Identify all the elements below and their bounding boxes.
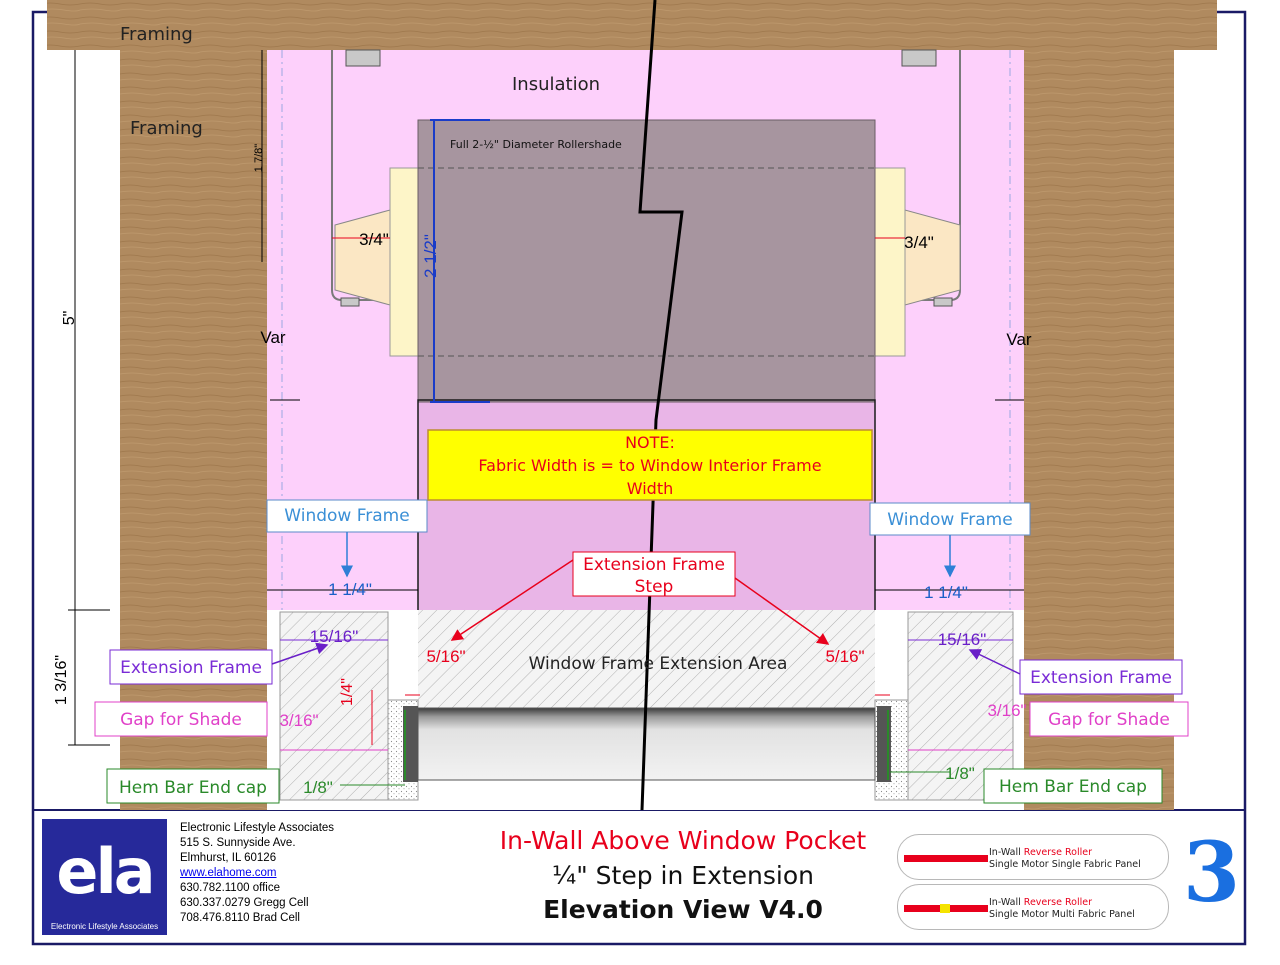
title-block: ela Electronic Lifestyle Associates Elec… [33, 810, 1245, 944]
phone-brad: 708.476.8110 Brad Cell [180, 912, 300, 924]
extension-step-callout [572, 551, 736, 597]
dim-5-16-left-text: 5/16" [426, 647, 465, 666]
dim-3-16-right-text: 3/16" [987, 701, 1026, 720]
note-line2: Fabric Width is = to Window Interior Fra… [478, 456, 821, 475]
pill2-line2: Single Motor Multi Fabric Panel [989, 909, 1135, 920]
mount-plate-right [874, 167, 906, 357]
rollershade [417, 119, 876, 403]
ext-frame-label-right: Extension Frame [1030, 668, 1172, 688]
window-frame-callout-right [869, 502, 1031, 536]
address-line1: 515 S. Sunnyside Ave. [180, 837, 296, 849]
framing-left-label: Framing [130, 118, 203, 139]
extension-frame-callout-right [1019, 659, 1183, 695]
bolt-right [901, 49, 937, 67]
ela-logo: ela Electronic Lifestyle Associates [42, 819, 167, 935]
break-line [638, 0, 684, 811]
dim-1-1-4-left-text: 1 1/4" [328, 580, 372, 599]
bolt-left [345, 49, 381, 67]
ext-step-line1: Extension Frame [583, 555, 725, 575]
pill1-line2: Single Motor Single Fabric Panel [989, 859, 1141, 870]
note-line3: Width [627, 479, 673, 498]
pill2-prefix: In-Wall [989, 897, 1024, 908]
var-left-text: Var [260, 328, 286, 347]
step-arrow-right [734, 577, 830, 645]
logo-text: ela [56, 835, 155, 908]
hem-label-right: Hem Bar End cap [999, 777, 1147, 797]
pill1-prefix: In-Wall [989, 847, 1024, 858]
pill1-red: Reverse Roller [1023, 847, 1093, 858]
left-framing [120, 50, 267, 810]
gap-label-right: Gap for Shade [1048, 710, 1170, 730]
pill2-red: Reverse Roller [1023, 897, 1093, 908]
dim-1-8-right-text: 1/8" [945, 764, 975, 783]
ext-area-label: Window Frame Extension Area [529, 654, 788, 674]
phone-office: 630.782.1100 office [180, 882, 280, 894]
top-framing [47, 0, 1217, 50]
dim-3-16-left-text: 3/16" [279, 711, 318, 730]
note-line1: NOTE: [625, 433, 675, 452]
window-frame-label-left: Window Frame [284, 506, 409, 526]
hem-callout-left [106, 768, 280, 804]
gap-callout-right [1029, 701, 1189, 737]
phone-gregg: 630.337.0279 Gregg Cell [180, 897, 309, 909]
hem-callout-right [983, 768, 1163, 804]
insulation-label: Insulation [512, 74, 600, 95]
dim-15-16-left-text: 15/16" [310, 627, 359, 646]
extension-frame-callout-left [109, 649, 273, 685]
hem-label-left: Hem Bar End cap [119, 778, 267, 798]
dim-1-1-4-right-text: 1 1/4" [924, 583, 968, 602]
gap-label-left: Gap for Shade [120, 710, 242, 730]
drawing-subtitle: ¼" Step in Extension [551, 861, 814, 890]
mount-plate-left [389, 167, 419, 357]
sheet-number: 3 [1183, 825, 1241, 921]
var-right-text: Var [1006, 330, 1032, 349]
nut-left [340, 297, 360, 307]
dim-3-4-right-text: 3/4" [904, 233, 934, 252]
ext-step-line2: Step [635, 577, 674, 597]
drawing-title: In-Wall Above Window Pocket [499, 826, 867, 855]
window-frame-label-right: Window Frame [887, 510, 1012, 530]
dim-5-text: 5" [61, 311, 78, 326]
gap-callout-left [94, 701, 268, 737]
ext-frame-arrow-left [271, 642, 329, 665]
website-link[interactable]: www.elahome.com [180, 867, 277, 879]
framing-top-label: Framing [120, 24, 193, 45]
product-pill-multi: In-Wall Reverse Roller Single Motor Mult… [897, 884, 1169, 930]
company-info: Electronic Lifestyle Associates 515 S. S… [180, 821, 334, 926]
dim-1-3-16-text: 1 3/16" [53, 655, 70, 705]
dim-15-16-right-text: 15/16" [938, 630, 987, 649]
logo-caption: Electronic Lifestyle Associates [50, 922, 159, 931]
dim-3-4-left-text: 3/4" [359, 230, 389, 249]
address-line2: Elmhurst, IL 60126 [180, 852, 277, 864]
dim-2-1-2-text: 2 1/2" [421, 234, 440, 278]
extension-frame-left [279, 611, 389, 801]
company-name: Electronic Lifestyle Associates [180, 822, 335, 834]
note-box [427, 429, 873, 501]
ext-frame-label-left: Extension Frame [120, 658, 262, 678]
dim-1-4-text: 1/4" [339, 678, 356, 706]
hem-endcap-left [403, 706, 418, 782]
pill-bar-single [904, 855, 988, 862]
right-framing [1024, 50, 1174, 810]
ext-frame-arrow-right [968, 649, 1021, 675]
dim-1-8-left-text: 1/8" [303, 778, 333, 797]
drawing-view: Elevation View V4.0 [543, 895, 823, 924]
rollershade-label: Full 2-½" Diameter Rollershade [450, 138, 622, 151]
step-arrow-left [450, 559, 574, 641]
dim-5-16-right-text: 5/16" [825, 647, 864, 666]
dim-1-7-8-text: 1 7/8" [253, 144, 265, 172]
nut-right [933, 297, 953, 307]
window-frame-callout-left [266, 499, 428, 533]
product-pill-single: In-Wall Reverse Roller Single Motor Sing… [897, 834, 1169, 880]
pill-divider-marker [940, 904, 950, 913]
endcap-wedge-right [904, 209, 961, 306]
endcap-wedge-left [334, 209, 391, 306]
